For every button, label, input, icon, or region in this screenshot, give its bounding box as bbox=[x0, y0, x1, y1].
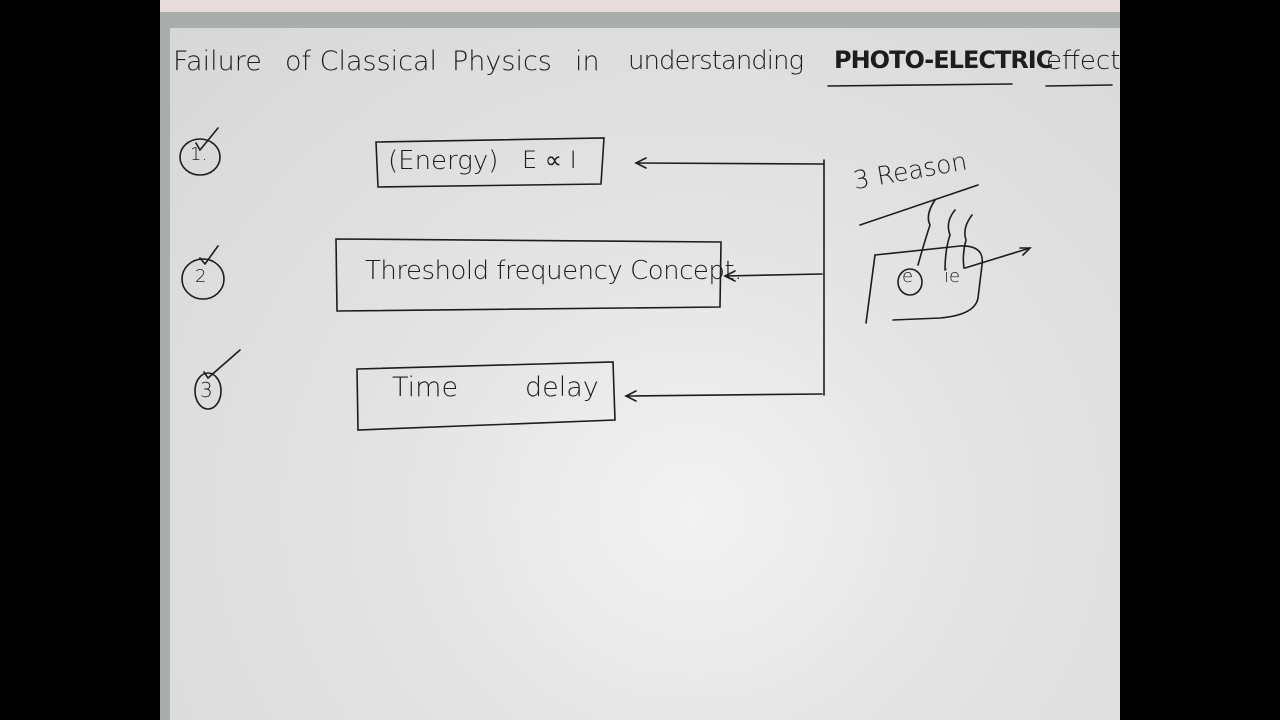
title-word: understanding bbox=[628, 46, 804, 76]
title-word: Physics bbox=[452, 46, 552, 77]
title-word: Failure bbox=[173, 46, 262, 77]
energy-relation: E ∝ I bbox=[522, 146, 577, 174]
title-word-emphasis: PHOTO-ELECTRIC bbox=[834, 46, 1053, 74]
item-number-2: 2 bbox=[195, 266, 207, 287]
title-underlines bbox=[827, 83, 1113, 87]
energy-label: (Energy) bbox=[388, 146, 499, 176]
number-circles bbox=[179, 138, 225, 410]
whiteboard bbox=[170, 28, 1120, 720]
item-number-3: 3 bbox=[200, 378, 213, 402]
title-word: effect bbox=[1046, 46, 1121, 76]
photoelectric-sketch bbox=[859, 184, 1032, 324]
item-number-1: 1. bbox=[190, 144, 208, 165]
title-word: of Classical bbox=[285, 46, 438, 77]
threshold-label: Threshold frequency Concept. bbox=[365, 256, 742, 286]
electron-label: e bbox=[902, 266, 914, 287]
connector-arrows bbox=[624, 157, 825, 402]
title-word: in bbox=[575, 46, 600, 77]
delay-label: delay bbox=[525, 372, 599, 403]
time-label: Time bbox=[392, 372, 459, 403]
item-boxes bbox=[335, 137, 722, 431]
check-marks bbox=[195, 127, 241, 380]
sketch-label: ie bbox=[944, 266, 961, 287]
